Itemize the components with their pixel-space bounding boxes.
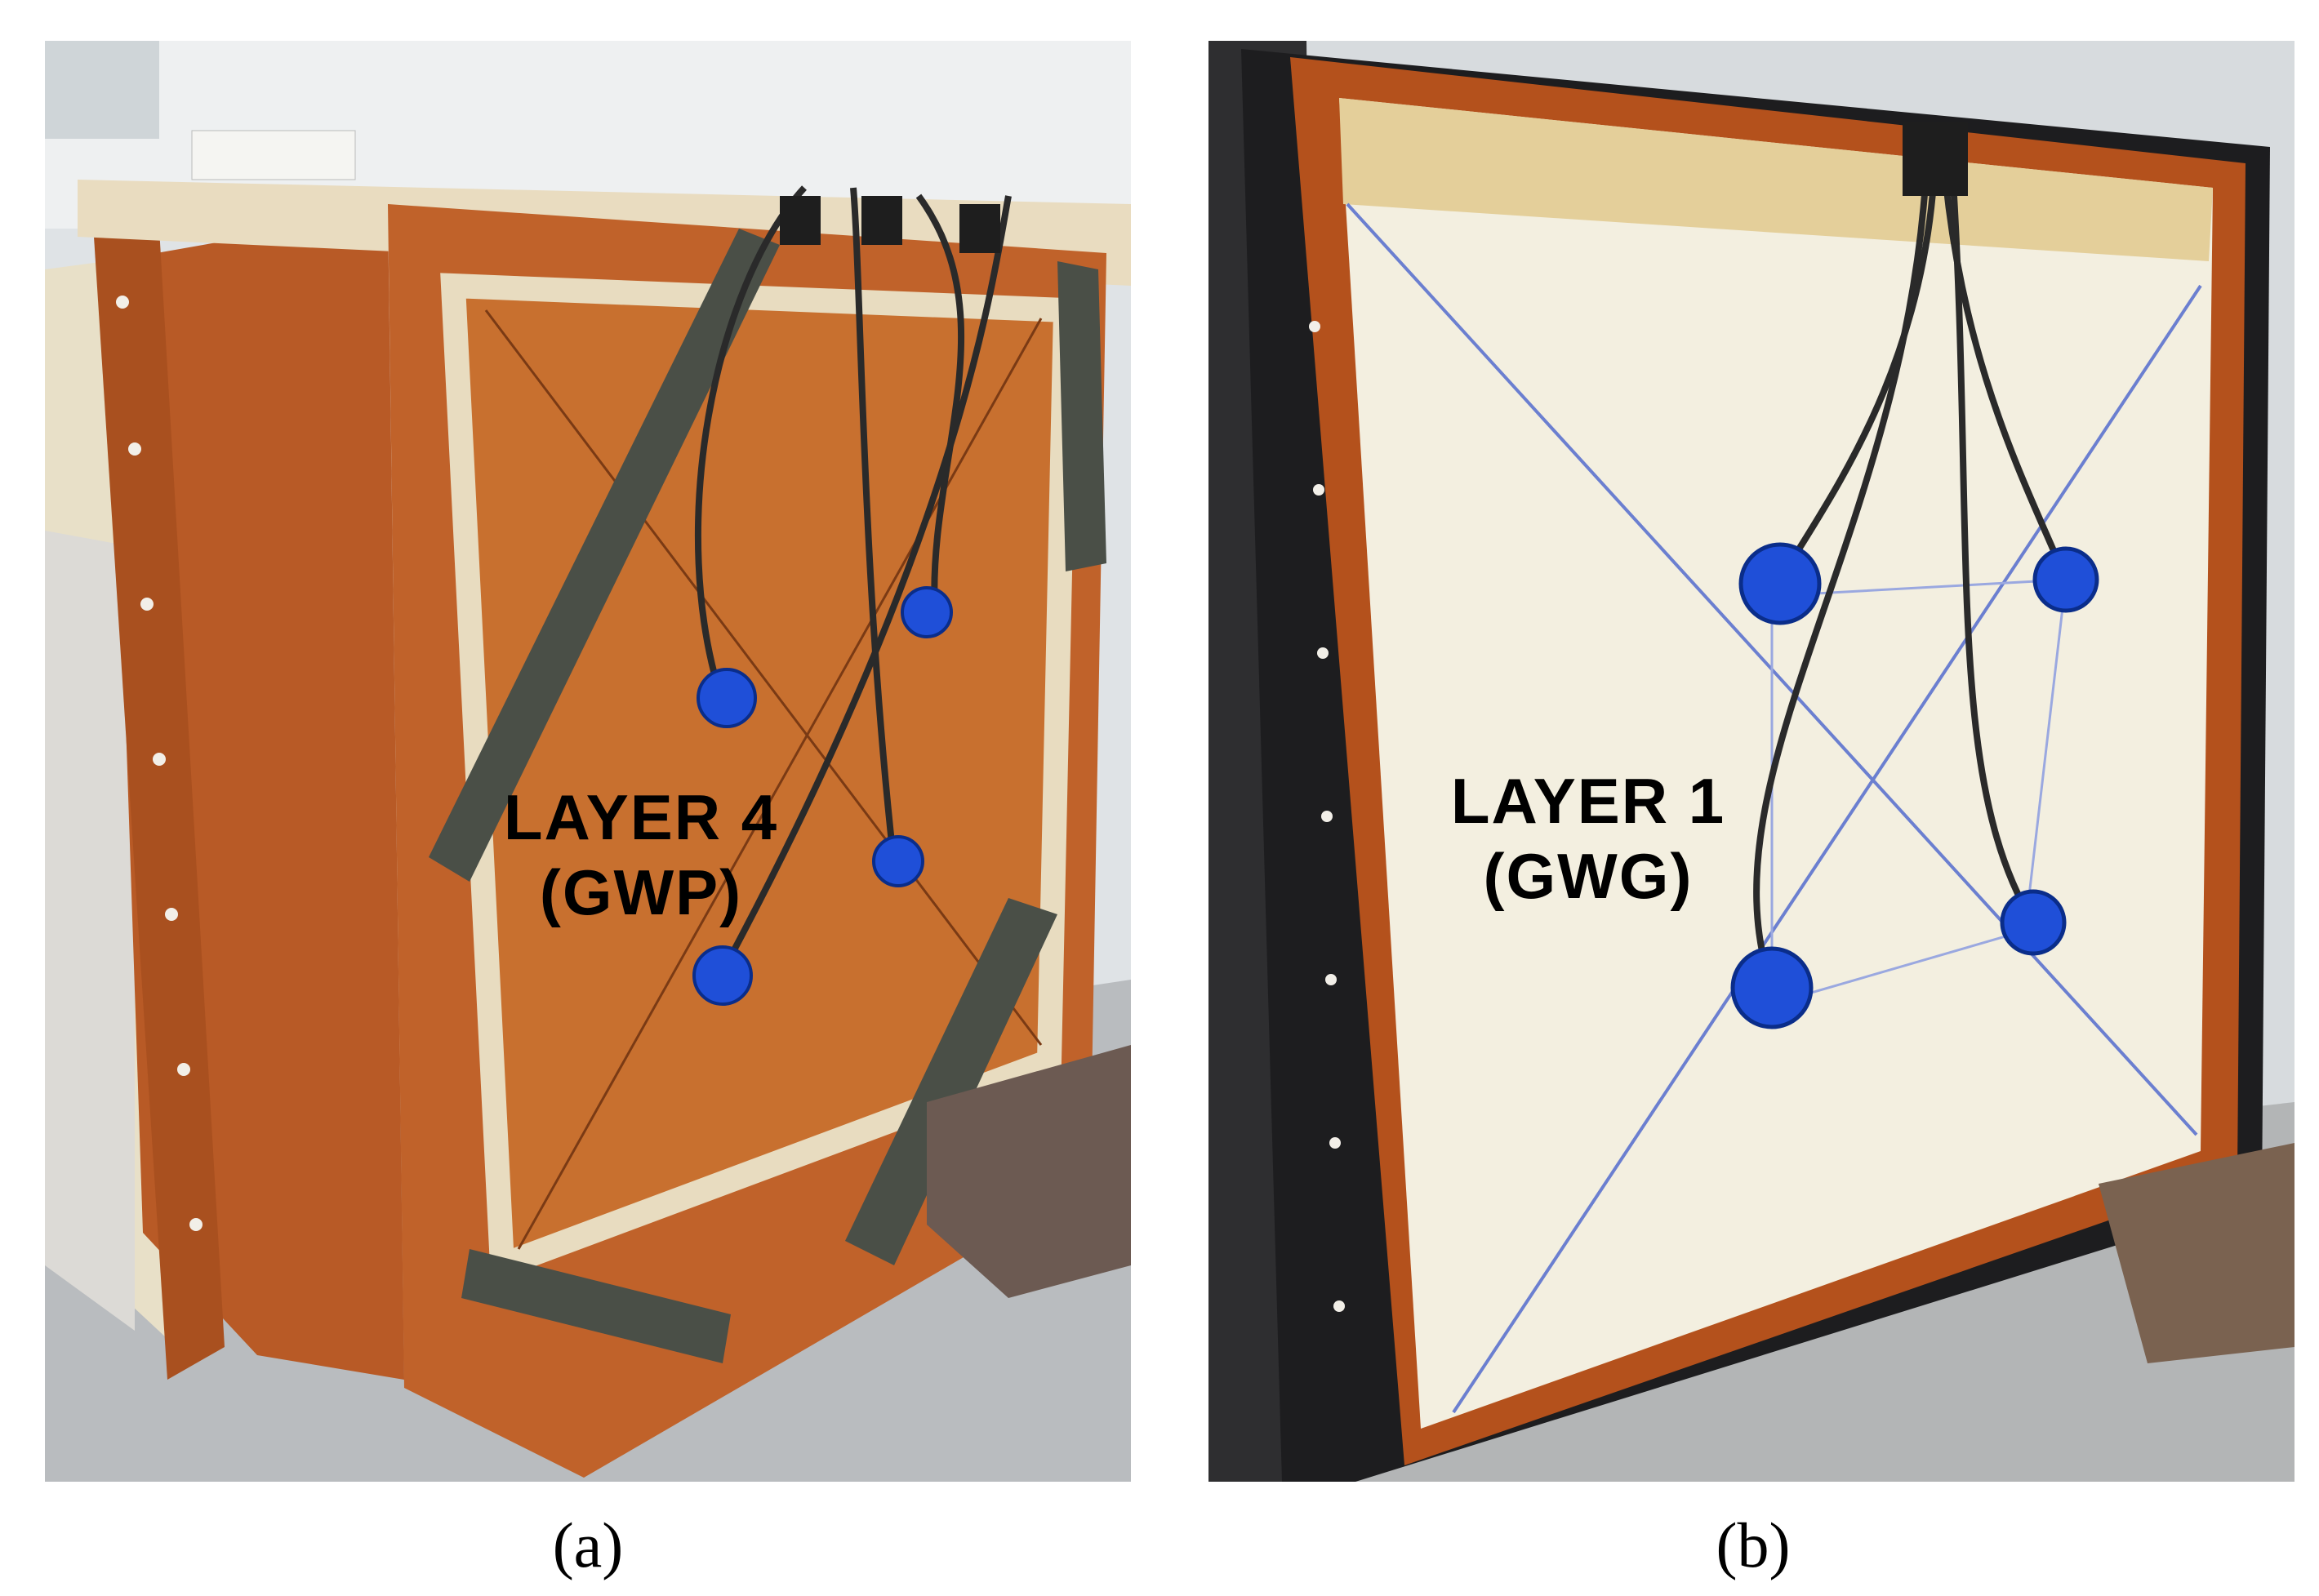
layer4-photo [45, 41, 1131, 1482]
photo-panel-b: LAYER 1 (GWG) [1208, 41, 2295, 1482]
caption-a: (a) [552, 1509, 624, 1580]
layer-1-line2: (GWG) [1483, 840, 1694, 912]
layer-1-line1: LAYER 1 [1450, 765, 1726, 837]
layer-4-label: LAYER 4 (GWP) [486, 780, 796, 930]
caption-b: (b) [1716, 1509, 1791, 1580]
photo-panel-a: LAYER 4 (GWP) [45, 41, 1131, 1482]
layer-4-line1: LAYER 4 [503, 781, 779, 853]
layer-4-line2: (GWP) [539, 856, 743, 928]
layer1-photo [1208, 41, 2295, 1482]
layer-1-label: LAYER 1 (GWG) [1425, 763, 1751, 914]
